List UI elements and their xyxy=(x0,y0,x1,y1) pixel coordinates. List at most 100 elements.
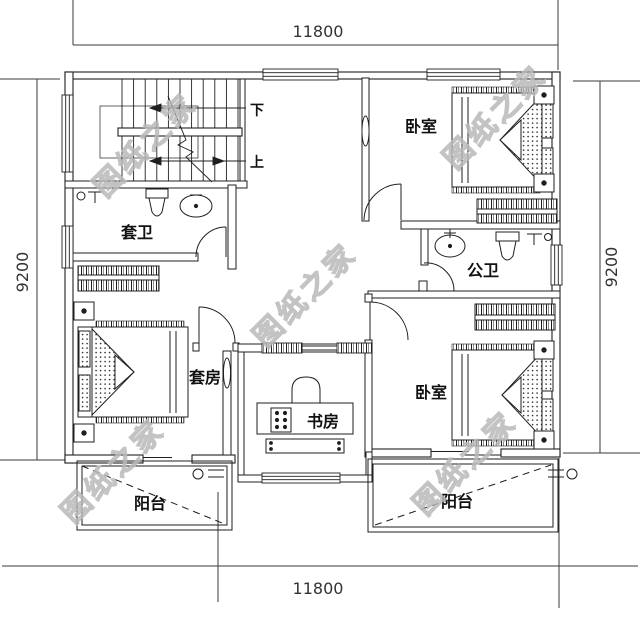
bed-pillow xyxy=(78,374,91,412)
dimension-bottom: 11800 xyxy=(293,579,344,598)
shower-icon xyxy=(527,233,552,245)
wall-bottom-left-a xyxy=(64,454,144,464)
nightstand xyxy=(533,340,555,360)
label-public-bath: 公卫 xyxy=(467,261,499,280)
door-public-bath xyxy=(423,262,455,292)
shower-icon xyxy=(76,191,103,203)
wall-stair-bottom xyxy=(64,180,248,189)
sliding-door-balcony-right xyxy=(431,451,501,456)
label-balcony-left: 阳台 xyxy=(134,494,166,513)
wall-bedroom-bottom-left-b xyxy=(364,339,373,453)
bed-suite xyxy=(73,301,189,443)
wall-ensuite-bottom xyxy=(64,252,199,262)
nightstand xyxy=(533,430,555,450)
rain-pipe-left xyxy=(192,468,224,480)
window-study-top-right xyxy=(336,342,373,354)
bed-quilt-fold xyxy=(114,353,135,391)
chair-icon xyxy=(291,376,321,405)
bed-quilt xyxy=(501,350,543,440)
bed-quilt-fold xyxy=(499,118,522,162)
staircase xyxy=(99,79,246,183)
label-suite: 套房 xyxy=(188,368,221,387)
wall-suite-door-jamb-left xyxy=(192,342,200,352)
toilet-icon xyxy=(145,188,169,217)
doors xyxy=(143,183,501,462)
public-bath-fixtures xyxy=(434,229,552,261)
wall-study-top-a xyxy=(237,343,265,353)
wardrobes xyxy=(77,198,558,331)
dimension-right: 9200 xyxy=(602,247,621,288)
bed-bedroom-top xyxy=(451,85,555,194)
wall-study-top-b xyxy=(300,343,339,353)
nightstand xyxy=(73,423,95,443)
label-stair-down: 下 xyxy=(250,103,264,119)
wall-bottom-right-b xyxy=(500,448,561,458)
balcony-dashed-line xyxy=(374,464,552,526)
label-ensuite-bath: 套卫 xyxy=(120,223,153,242)
window-top-hall xyxy=(262,68,339,81)
desk-drawer xyxy=(265,438,345,454)
label-bedroom-bottom: 卧室 xyxy=(415,383,447,402)
nightstand xyxy=(73,301,95,321)
balcony-dashed-line xyxy=(81,465,228,526)
wall-publicbath-bottom xyxy=(367,290,561,299)
wall-study-bottom-a xyxy=(237,474,265,483)
sink-icon xyxy=(434,229,466,258)
room-labels: 下 上 套卫 公卫 卧室 套房 书房 卧室 阳台 阳台 xyxy=(120,103,499,513)
bed-pillow xyxy=(541,398,554,434)
wall-study-bottom-b xyxy=(337,474,373,483)
stair-arrow-up xyxy=(148,156,246,166)
bed-quilt xyxy=(91,327,135,417)
label-bedroom-top: 卧室 xyxy=(405,117,437,136)
wall-publicbath-left xyxy=(420,228,429,266)
wall-bottom-right-a xyxy=(364,448,432,458)
balconies xyxy=(76,458,578,533)
wall-suite-right xyxy=(222,350,232,456)
door-bedroom-top xyxy=(363,183,402,221)
stair-treads-upper xyxy=(121,79,239,128)
wall-study-left xyxy=(237,348,245,483)
dimension-top: 11800 xyxy=(293,22,344,41)
label-study: 书房 xyxy=(307,412,339,431)
stair-arrow-down xyxy=(148,103,246,113)
balcony-left xyxy=(76,460,233,531)
nightstand xyxy=(533,85,555,105)
bed-pillow xyxy=(541,101,554,139)
door-bedroom-bottom xyxy=(369,301,409,341)
window-study-top-left xyxy=(261,342,303,354)
bed-pillow xyxy=(78,330,91,368)
wardrobe-bedroom-bottom xyxy=(474,303,556,331)
toilet-icon xyxy=(495,231,520,261)
window-study-bottom xyxy=(261,472,341,484)
study-furniture xyxy=(256,376,354,454)
door-ensuite-bath xyxy=(195,226,227,258)
label-balcony-right: 阳台 xyxy=(441,492,473,511)
wall-ensuite-right xyxy=(227,184,237,270)
window-left-ensuite xyxy=(61,225,74,269)
bed-bedroom-bottom xyxy=(451,340,555,450)
window-top-bedroom xyxy=(426,68,501,81)
label-stair-up: 上 xyxy=(250,155,264,171)
dimension-texts: 11800 11800 9200 9200 xyxy=(13,22,621,598)
stair-handrail xyxy=(117,127,243,137)
wall-bedroom-bottom-left-a xyxy=(364,293,373,303)
window-right-publicbath xyxy=(550,244,563,286)
wardrobe-bedroom-top xyxy=(476,198,558,224)
balcony-right xyxy=(367,458,559,533)
wall-vent-bedroom-top xyxy=(361,115,370,147)
desk-keyboard-icon xyxy=(270,407,292,433)
windows xyxy=(61,68,563,484)
sink-icon xyxy=(179,194,213,218)
bed-pillow xyxy=(541,356,554,392)
ensuite-bath-fixtures xyxy=(76,188,213,218)
window-left-stair xyxy=(61,94,74,173)
rain-pipe-right xyxy=(548,468,578,480)
door-suite xyxy=(198,306,236,344)
bed-quilt-fold xyxy=(501,375,522,415)
wall-vent-suite xyxy=(223,357,231,389)
dimension-left: 9200 xyxy=(13,252,32,293)
nightstand xyxy=(533,173,555,193)
wardrobe-suite xyxy=(77,265,160,292)
